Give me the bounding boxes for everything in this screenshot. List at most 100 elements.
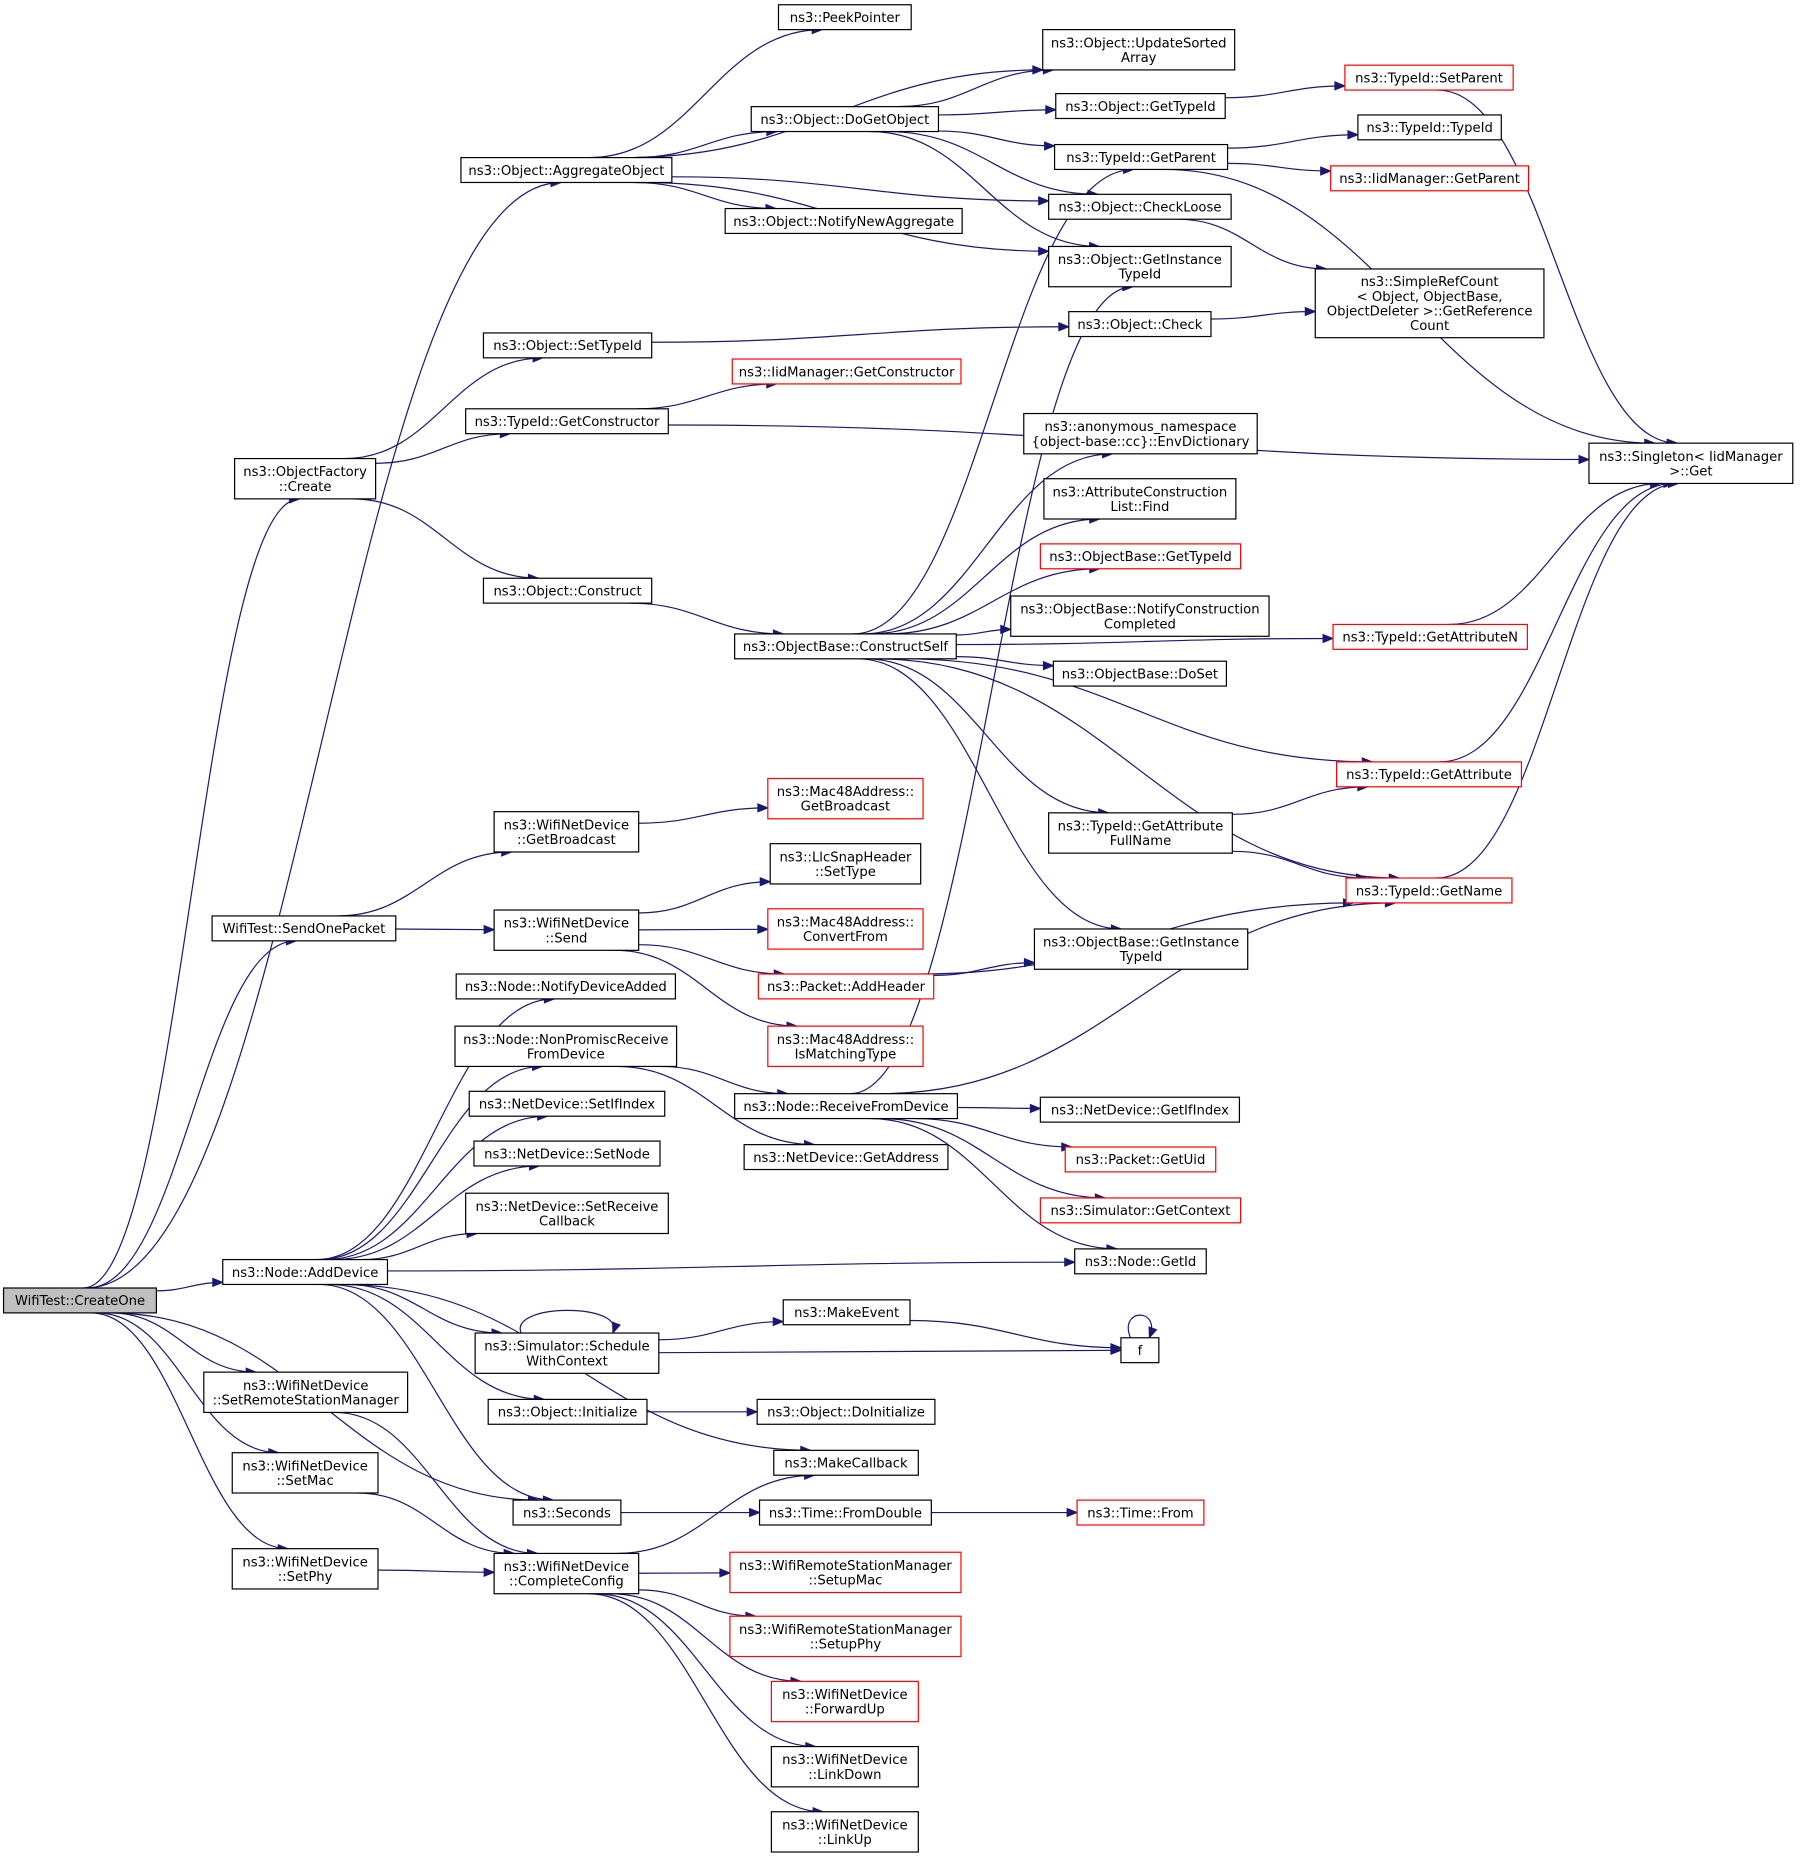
node-wifi-setphy[interactable]: ns3::WifiNetDevice::SetPhy bbox=[231, 1548, 379, 1590]
node-box bbox=[734, 1093, 959, 1120]
node-checkloose[interactable]: ns3::Object::CheckLoose bbox=[1048, 193, 1232, 220]
node-iid-getconstructor[interactable]: ns3::IidManager::GetConstructor bbox=[731, 358, 962, 385]
node-obj-doinitialize[interactable]: ns3::Object::DoInitialize bbox=[756, 1398, 936, 1425]
edge-line bbox=[636, 383, 777, 410]
node-aggregate[interactable]: ns3::Object::AggregateObject bbox=[460, 156, 673, 184]
node-label: ns3::ObjectBase::ConstructSelf bbox=[743, 640, 948, 655]
node-tid-typeid[interactable]: ns3::TypeId::TypeId bbox=[1357, 114, 1502, 141]
edge-line bbox=[345, 1283, 502, 1334]
node-simplerefcount[interactable]: ns3::SimpleRefCount< Object, ObjectBase,… bbox=[1314, 268, 1545, 339]
node-time-from[interactable]: ns3::Time::From bbox=[1076, 1499, 1205, 1526]
node-sim-getcontext[interactable]: ns3::Simulator::GetContext bbox=[1039, 1197, 1242, 1224]
node-label: ns3::TypeId::GetAttribute bbox=[1058, 819, 1224, 834]
node-tid-getname[interactable]: ns3::TypeId::GetName bbox=[1345, 877, 1513, 904]
node-makeevent[interactable]: ns3::MakeEvent bbox=[782, 1299, 911, 1326]
node-rsm-setupphy[interactable]: ns3::WifiRemoteStationManager::SetupPhy bbox=[729, 1615, 962, 1658]
node-obj-initialize[interactable]: ns3::Object::Initialize bbox=[487, 1398, 648, 1425]
node-time-fromdouble[interactable]: ns3::Time::FromDouble bbox=[758, 1499, 932, 1526]
node-tid-getattributen[interactable]: ns3::TypeId::GetAttributeN bbox=[1332, 623, 1528, 650]
node-box bbox=[487, 1398, 648, 1425]
node-notifynewagg[interactable]: ns3::Object::NotifyNewAggregate bbox=[724, 207, 963, 235]
node-adddevice[interactable]: ns3::Node::AddDevice bbox=[222, 1258, 389, 1286]
node-tid-getconstructor[interactable]: ns3::TypeId::GetConstructor bbox=[465, 408, 669, 435]
node-label: ns3::WifiNetDevice bbox=[782, 1688, 907, 1703]
node-objbase-gettypeid[interactable]: ns3::ObjectBase::GetTypeId bbox=[1039, 543, 1242, 570]
node-makecallback[interactable]: ns3::MakeCallback bbox=[773, 1449, 919, 1476]
node-mac48-ismatching[interactable]: ns3::Mac48Address::IsMatchingType bbox=[767, 1025, 924, 1068]
node-createone[interactable]: WifiTest::CreateOne bbox=[2, 1287, 158, 1314]
node-completeconfig[interactable]: ns3::WifiNetDevice::CompleteConfig bbox=[493, 1552, 640, 1595]
node-objfactory-create[interactable]: ns3::ObjectFactory::Create bbox=[234, 457, 377, 500]
node-wifi-getbroadcast[interactable]: ns3::WifiNetDevice::GetBroadcast bbox=[493, 811, 640, 853]
node-llcsnap-settype[interactable]: ns3::LlcSnapHeader::SetType bbox=[769, 843, 922, 885]
node-settypeid[interactable]: ns3::Object::SetTypeId bbox=[482, 332, 653, 359]
node-envdict[interactable]: ns3::anonymous_namespace{object-base::cc… bbox=[1023, 412, 1258, 455]
node-setifindex[interactable]: ns3::NetDevice::SetIfIndex bbox=[468, 1090, 666, 1117]
node-linkdown[interactable]: ns3::WifiNetDevice::LinkDown bbox=[770, 1745, 919, 1788]
node-sendonepacket[interactable]: WifiTest::SendOnePacket bbox=[211, 915, 397, 942]
node-mac48-getbroadcast[interactable]: ns3::Mac48Address::GetBroadcast bbox=[767, 777, 924, 820]
edge-arrowhead bbox=[1000, 624, 1013, 635]
node-box bbox=[454, 1025, 678, 1068]
edge-makeevent-to-f bbox=[910, 1319, 1123, 1353]
node-notifydeviceadded[interactable]: ns3::Node::NotifyDeviceAdded bbox=[455, 973, 677, 1000]
edge-createone-to-adddevice bbox=[156, 1277, 225, 1292]
node-packet-addheader[interactable]: ns3::Packet::AddHeader bbox=[757, 973, 935, 1000]
node-tid-setparent[interactable]: ns3::TypeId::SetParent bbox=[1344, 64, 1514, 91]
node-label: GetBroadcast bbox=[801, 800, 891, 815]
node-setremotestation[interactable]: ns3::WifiNetDevice::SetRemoteStationMana… bbox=[203, 1371, 409, 1414]
node-label: ns3::IidManager::GetParent bbox=[1339, 172, 1520, 187]
node-obj-gettypeid[interactable]: ns3::Object::GetTypeId bbox=[1055, 93, 1226, 120]
node-tid-getattribute[interactable]: ns3::TypeId::GetAttribute bbox=[1335, 761, 1523, 788]
node-box bbox=[493, 811, 640, 853]
node-label: ns3::Simulator::GetContext bbox=[1050, 1204, 1230, 1219]
edge-line bbox=[328, 1283, 545, 1400]
node-setnode[interactable]: ns3::NetDevice::SetNode bbox=[473, 1140, 661, 1167]
node-notifyconstruction[interactable]: ns3::ObjectBase::NotifyConstructionCompl… bbox=[1010, 595, 1270, 637]
node-objbase-doset[interactable]: ns3::ObjectBase::DoSet bbox=[1052, 660, 1227, 687]
node-dogetobject[interactable]: ns3::Object::DoGetObject bbox=[750, 106, 940, 133]
node-label: ns3::AttributeConstruction bbox=[1053, 485, 1228, 500]
node-peekpointer[interactable]: ns3::PeekPointer bbox=[777, 4, 912, 31]
node-constructself[interactable]: ns3::ObjectBase::ConstructSelf bbox=[734, 633, 957, 660]
node-rsm-setupmac[interactable]: ns3::WifiRemoteStationManager::SetupMac bbox=[729, 1551, 962, 1594]
node-node-getid[interactable]: ns3::Node::GetId bbox=[1074, 1248, 1207, 1275]
node-singleton-get[interactable]: ns3::Singleton< IidManager>::Get bbox=[1588, 442, 1794, 485]
edge-arrowhead bbox=[746, 1407, 759, 1417]
node-label: ObjectDeleter >::GetReference bbox=[1327, 304, 1533, 319]
node-getifindex[interactable]: ns3::NetDevice::GetIfIndex bbox=[1039, 1096, 1241, 1123]
edge-arrowhead bbox=[759, 876, 772, 887]
node-obj-check[interactable]: ns3::Object::Check bbox=[1068, 311, 1212, 338]
node-label: ns3::Mac48Address:: bbox=[777, 785, 914, 800]
edge-arrowhead bbox=[483, 924, 496, 935]
node-iid-getparent[interactable]: ns3::IidManager::GetParent bbox=[1330, 165, 1530, 192]
node-linkup[interactable]: ns3::WifiNetDevice::LinkUp bbox=[770, 1811, 919, 1853]
edge-arrowhead bbox=[1032, 65, 1045, 75]
edge-aggregate-to-checkloose bbox=[671, 176, 1050, 206]
node-f[interactable]: f bbox=[1120, 1337, 1160, 1364]
node-box bbox=[468, 1090, 666, 1117]
node-label: ns3::Node::NonPromiscReceive bbox=[463, 1033, 668, 1048]
node-label: {object-base::cc}::EnvDictionary bbox=[1031, 435, 1249, 450]
node-packet-getuid[interactable]: ns3::Packet::GetUid bbox=[1064, 1146, 1217, 1173]
node-forwardup[interactable]: ns3::WifiNetDevice::ForwardUp bbox=[770, 1680, 919, 1723]
node-label: ns3::ObjectBase::GetTypeId bbox=[1049, 550, 1232, 565]
node-mac48-convertfrom[interactable]: ns3::Mac48Address::ConvertFrom bbox=[767, 908, 924, 950]
edge-arrowhead bbox=[1044, 141, 1056, 151]
node-box bbox=[1357, 114, 1502, 141]
node-obj-construct[interactable]: ns3::Object::Construct bbox=[482, 577, 653, 604]
node-seconds[interactable]: ns3::Seconds bbox=[512, 1499, 622, 1526]
node-getaddress[interactable]: ns3::NetDevice::GetAddress bbox=[743, 1144, 949, 1171]
node-wifi-setmac[interactable]: ns3::WifiNetDevice::SetMac bbox=[231, 1452, 379, 1494]
node-receivefromdevice[interactable]: ns3::Node::ReceiveFromDevice bbox=[734, 1093, 959, 1120]
node-wifi-send[interactable]: ns3::WifiNetDevice::Send bbox=[493, 909, 640, 951]
node-tid-getparent[interactable]: ns3::TypeId::GetParent bbox=[1053, 143, 1229, 171]
